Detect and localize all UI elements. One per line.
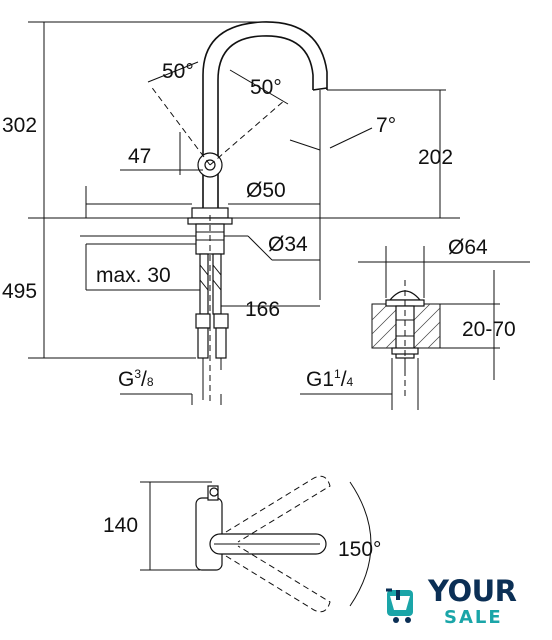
spout-inner [217, 35, 314, 208]
dim-spout-tilt: 7° [376, 114, 396, 137]
spout-outer [202, 21, 328, 208]
dim-hole-diameter: Ø34 [268, 233, 308, 256]
lever-position-left [149, 84, 211, 166]
dim-waste-diameter: Ø64 [448, 236, 488, 259]
cart-icon [386, 588, 413, 623]
dim-max-deck: max. 30 [96, 264, 171, 287]
dim-reach: 166 [245, 298, 280, 321]
logo-word-your: YOUR [428, 574, 517, 608]
faucet-side-view [147, 21, 328, 405]
brand-logo: YOUR SALE [384, 574, 534, 634]
logo-word-sale: SALE [444, 607, 503, 628]
dim-waste-range: 20-70 [462, 318, 516, 341]
faucet-top-view [195, 475, 372, 613]
dim-swivel-angle: 150° [338, 538, 381, 561]
dim-body-diameter: Ø50 [246, 179, 286, 202]
dim-waste-thread: G11/4 [306, 367, 354, 391]
dim-angle-right: 50° [250, 76, 282, 99]
dim-202: 202 [418, 146, 453, 169]
dim-angle-left: 50° [162, 60, 194, 83]
lever-position-right [209, 99, 286, 166]
waste-valve [371, 280, 441, 400]
dim-495: 495 [2, 280, 37, 303]
dim-47: 47 [128, 145, 151, 168]
dim-hose-thread: G3/8 [118, 367, 154, 391]
dim-top-depth: 140 [103, 514, 138, 537]
dim-302: 302 [2, 114, 37, 137]
